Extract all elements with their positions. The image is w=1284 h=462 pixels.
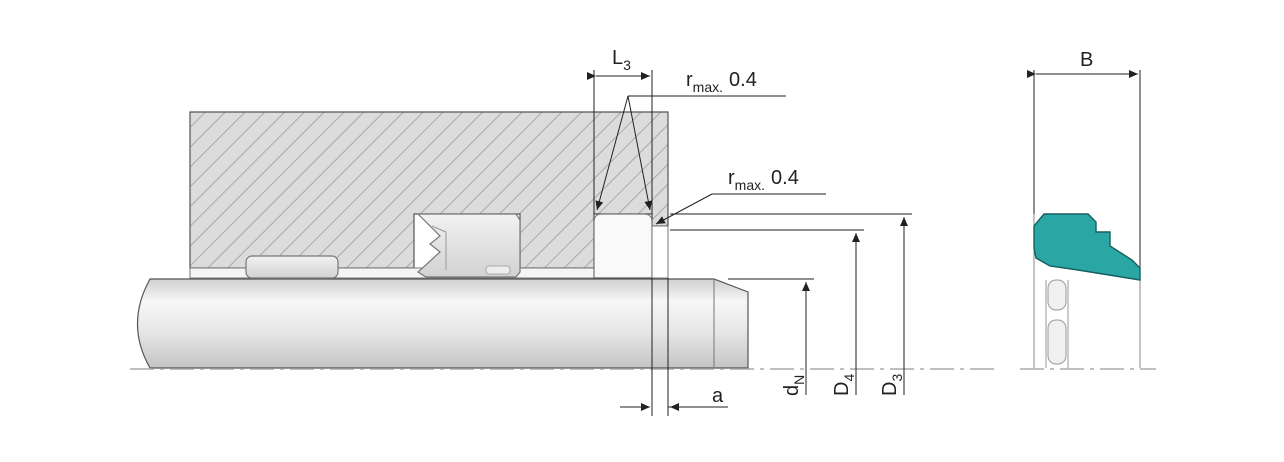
seal-cross-section [1020, 70, 1156, 370]
dimension-l3 [587, 70, 653, 214]
guide-ring [245, 255, 339, 279]
label-r-lower: rmax.0.4 [728, 167, 799, 193]
label-l3: L3 [612, 47, 631, 73]
label-b: B [1080, 49, 1093, 71]
radius-leader-upper [595, 95, 786, 211]
wiper-groove [593, 213, 653, 279]
label-d3: D3 [879, 374, 905, 396]
piston-rod [136, 278, 749, 369]
rod-seal [416, 213, 521, 278]
label-dn: dN [781, 375, 807, 396]
dimension-lines-diameters [670, 213, 912, 395]
label-d4: D4 [831, 374, 857, 396]
label-r-upper: rmax.0.4 [686, 69, 757, 95]
seal-profile [1033, 213, 1141, 281]
label-a: a [712, 385, 724, 407]
radius-leader-lower [655, 193, 826, 225]
dimension-a [620, 278, 728, 416]
